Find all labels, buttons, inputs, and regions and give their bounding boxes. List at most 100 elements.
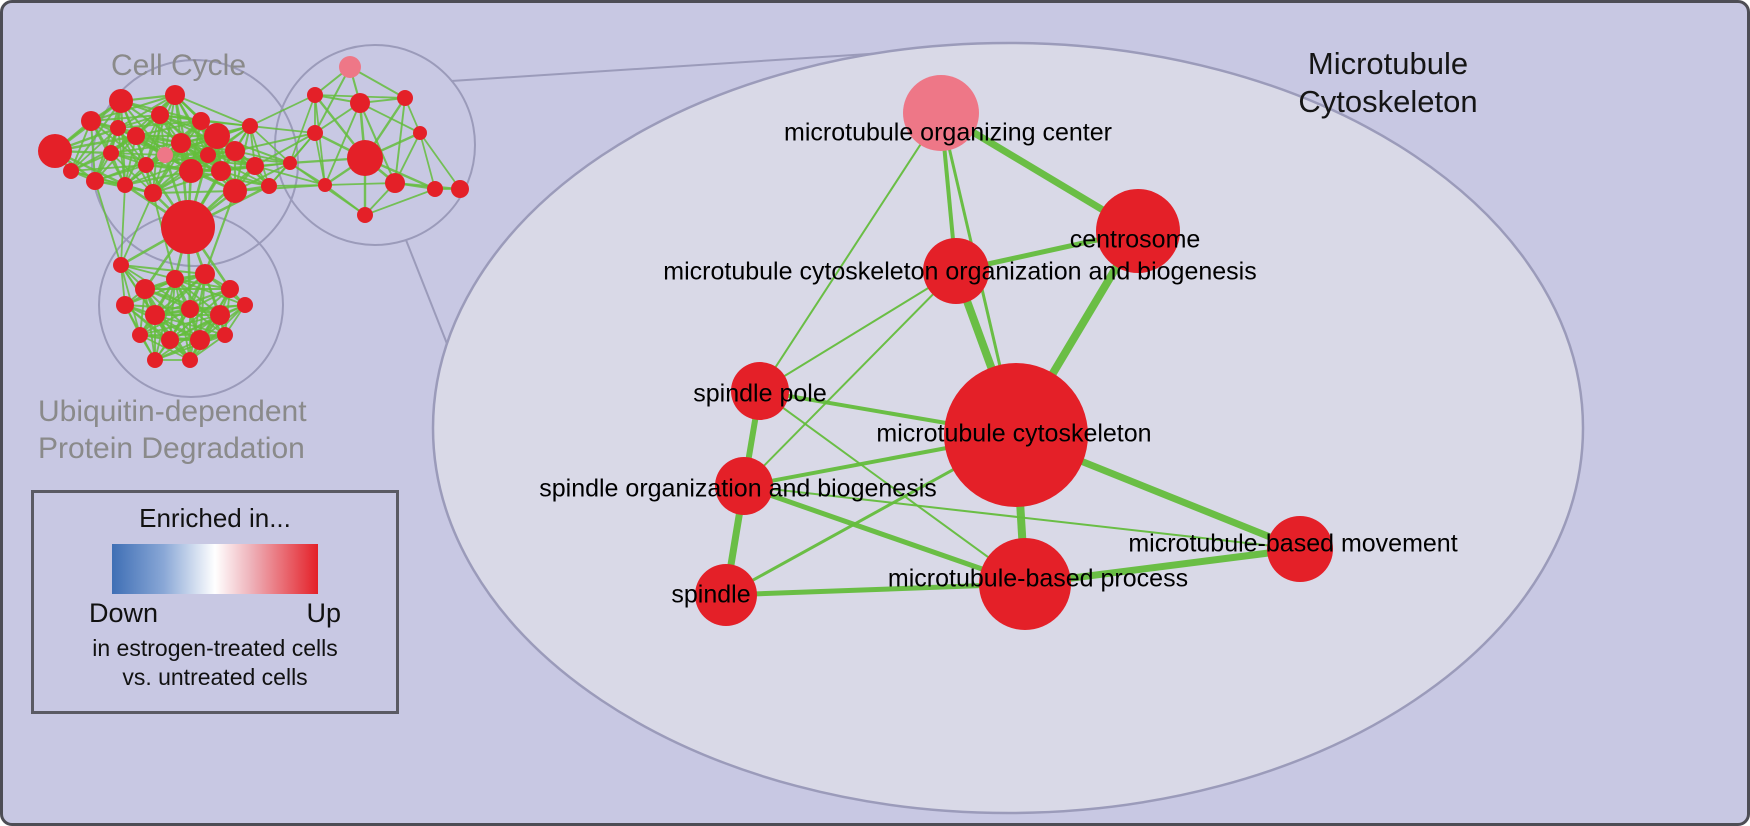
mini-edge: [145, 94, 176, 166]
mini-edge: [117, 94, 176, 129]
mini-node: [145, 305, 165, 325]
mini-node: [161, 331, 179, 349]
node-microtubule-based-process: [979, 538, 1071, 630]
node-label-microtubule-based-process: microtubule-based process: [887, 564, 1189, 593]
node-spindle-organization-and-biogenesis: [715, 457, 773, 515]
cluster-label-ubiquitin: Ubiquitin-dependent Protein Degradation: [38, 393, 307, 467]
mini-edge: [249, 125, 291, 164]
mini-node: [116, 296, 134, 314]
node-label-microtubule-cytoskeleton: microtubule cytoskeleton: [876, 419, 1152, 448]
legend-caption-line1: in estrogen-treated cells: [92, 635, 338, 661]
mini-edge: [139, 308, 191, 336]
mini-edge: [324, 182, 396, 186]
mini-edge: [124, 273, 206, 306]
mini-node: [86, 172, 104, 190]
mini-edge: [124, 114, 161, 186]
mini-edge: [419, 132, 436, 190]
mini-edge: [154, 334, 226, 361]
mini-edge: [120, 192, 154, 266]
mini-node: [161, 200, 215, 254]
mini-edge: [90, 94, 176, 122]
mini-edge: [120, 184, 126, 266]
mini-node: [132, 327, 148, 343]
title-line2: Cytoskeleton: [1298, 84, 1478, 119]
mini-edge: [173, 94, 193, 172]
mini-node: [397, 90, 413, 106]
mini-node: [195, 264, 215, 284]
mini-node: [81, 111, 101, 131]
mini-edge: [254, 165, 326, 186]
mini-node: [246, 157, 264, 175]
legend-up-label: Up: [306, 598, 341, 628]
title-line1: Microtubule: [1307, 46, 1469, 81]
mini-node: [217, 327, 233, 343]
mini-edge: [419, 132, 461, 190]
mini-edge: [254, 132, 316, 167]
mini-edge: [207, 154, 270, 187]
edge-spindle-pole--microtubule-based-process: [759, 390, 1026, 585]
cluster-circle-microtubule: [274, 44, 476, 246]
mini-edge: [314, 66, 351, 134]
mini-node: [200, 147, 216, 163]
mini-edge: [394, 182, 461, 190]
mini-edge: [164, 94, 176, 156]
node-microtubule-organizing-center: [903, 75, 979, 151]
mini-node: [151, 106, 169, 124]
mini-edge: [249, 125, 270, 187]
mini-node: [166, 270, 184, 288]
node-label-spindle-pole: spindle pole: [693, 379, 827, 408]
mini-edge: [152, 120, 202, 194]
legend-title: Enriched in...: [139, 503, 291, 533]
edge-microtubule-cytoskeleton-organization-and-biogenesis--spindle-organization-and-biogenesis: [743, 270, 957, 487]
mini-edge: [70, 127, 119, 172]
mini-edge: [314, 132, 326, 186]
node-label-centrosome: centrosome: [1069, 225, 1201, 254]
edge-spindle-organization-and-biogenesis--microtubule-based-process: [743, 483, 1026, 587]
mini-node: [211, 161, 231, 181]
mini-node: [385, 173, 405, 193]
network-scene: [38, 41, 1585, 815]
cluster-label-ubiquitin-line2: Protein Degradation: [38, 432, 305, 465]
mini-edge: [324, 102, 361, 186]
mini-edge: [234, 132, 316, 152]
mini-edge: [94, 180, 122, 266]
mini-edge: [117, 127, 154, 194]
mini-node: [165, 85, 185, 105]
mini-node: [347, 140, 383, 176]
mini-edge: [70, 100, 122, 172]
legend-endpoints: Down Up: [89, 598, 341, 629]
legend-color-gradient: [112, 544, 318, 594]
node-spindle: [695, 564, 757, 626]
mini-node: [117, 177, 133, 193]
mini-node: [221, 280, 239, 298]
mini-edge: [249, 125, 316, 134]
mini-edge: [180, 142, 236, 192]
mini-edge: [93, 100, 123, 182]
mini-node: [350, 93, 370, 113]
mini-edge: [117, 127, 126, 186]
legend-caption: in estrogen-treated cells vs. untreated …: [92, 634, 337, 692]
edge-microtubule-cytoskeleton-organization-and-biogenesis--spindle-pole: [759, 270, 957, 392]
mini-node: [63, 163, 79, 179]
mini-node: [147, 352, 163, 368]
mini-edge: [90, 120, 147, 166]
cluster-label-cell-cycle: Cell Cycle: [111, 49, 247, 82]
mini-edge: [117, 127, 182, 144]
mini-node: [307, 87, 323, 103]
mini-edge: [152, 189, 236, 195]
edge-spindle--microtubule-based-process: [725, 581, 1026, 598]
edge-microtubule-based-process--microtubule-based-movement: [1024, 545, 1301, 588]
mini-node: [307, 125, 323, 141]
mini-node: [127, 127, 145, 145]
mini-node: [451, 180, 469, 198]
mini-edge: [70, 170, 154, 194]
mini-edge: [90, 114, 161, 122]
node-label-microtubule-based-movement: microtubule-based movement: [1128, 529, 1458, 558]
node-label-spindle: spindle: [671, 580, 751, 609]
mini-node: [204, 123, 230, 149]
node-microtubule-based-movement: [1267, 516, 1333, 582]
mini-edge: [314, 94, 326, 186]
mini-node: [110, 120, 126, 136]
mini-edge: [152, 114, 161, 194]
mini-node: [181, 300, 199, 318]
